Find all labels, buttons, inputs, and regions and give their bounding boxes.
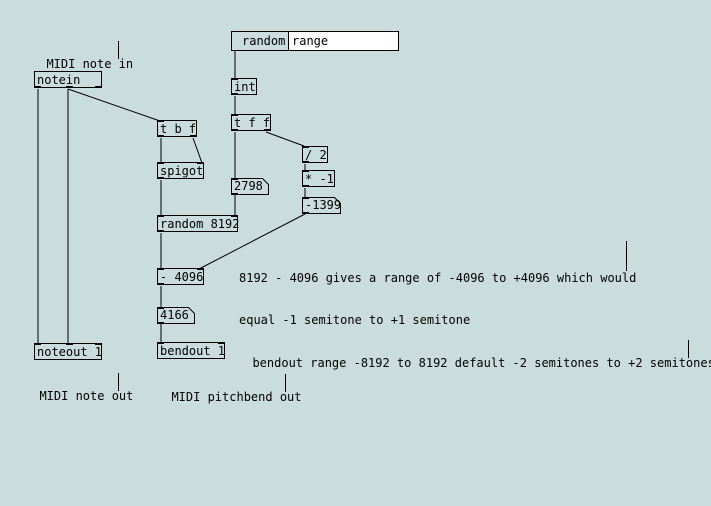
comment-edge <box>118 41 119 59</box>
number-box-frame <box>302 197 341 214</box>
number-box-2798[interactable]: 2798 <box>231 178 269 195</box>
object-label: - 4096 <box>160 270 204 284</box>
object-label: t b f <box>160 122 197 136</box>
minus-4096-object[interactable]: - 4096 <box>157 268 204 285</box>
inlet[interactable] <box>231 215 238 217</box>
trigger-bang-float-object[interactable]: t b f <box>157 120 197 137</box>
multiply-neg1-object[interactable]: * -1 <box>302 170 335 187</box>
message-label: random <box>242 34 286 48</box>
inlet[interactable] <box>197 268 204 270</box>
range-field[interactable]: range <box>288 32 398 50</box>
number-box-4166[interactable]: 4166 <box>157 307 195 324</box>
number-value: -1399 <box>305 198 342 212</box>
number-box-frame <box>157 307 195 324</box>
cord-notein-tbf <box>67 88 161 122</box>
object-label: * -1 <box>305 172 334 186</box>
object-label: spigot <box>160 164 204 178</box>
int-object[interactable]: int <box>231 78 257 95</box>
comment-bendout-note: bendout range -8192 to 8192 default -2 s… <box>252 356 711 370</box>
cord-tbf-spigot-right <box>192 137 203 164</box>
comment-edge <box>285 374 286 392</box>
outlet[interactable] <box>264 129 271 131</box>
inlet[interactable] <box>197 162 204 164</box>
number-box-frame <box>231 178 269 195</box>
number-box-neg1399[interactable]: -1399 <box>302 197 341 214</box>
outlet[interactable] <box>95 86 102 88</box>
inlet[interactable] <box>218 342 225 344</box>
cord-1399-minus <box>198 213 306 270</box>
object-label: notein <box>37 73 81 87</box>
comment-midi-pitchbend-out: MIDI pitchbend out <box>171 390 302 404</box>
spigot-object[interactable]: spigot <box>157 162 204 179</box>
number-value: 2798 <box>234 179 263 193</box>
object-label: t f f <box>234 116 271 130</box>
inlet[interactable] <box>95 343 102 345</box>
object-label: bendout 1 <box>160 344 226 358</box>
range-field-label: range <box>292 34 329 48</box>
trigger-float-float-object[interactable]: t f f <box>231 114 271 131</box>
bendout-object[interactable]: bendout 1 <box>157 342 225 359</box>
outlet[interactable] <box>190 135 197 137</box>
inlet[interactable] <box>66 343 73 345</box>
comment-edge <box>688 340 689 358</box>
comment-range-note: 8192 - 4096 gives a range of -4096 to +4… <box>239 271 637 327</box>
random-range-message[interactable]: random range <box>231 31 399 51</box>
comment-midi-note-out: MIDI note out <box>39 389 134 403</box>
object-label: / 2 <box>305 148 327 162</box>
object-label: noteout 1 <box>37 345 103 359</box>
object-label: int <box>234 80 256 94</box>
object-label: random 8192 <box>160 217 240 231</box>
number-value: 4166 <box>160 308 189 322</box>
comment-edge <box>626 241 627 271</box>
noteout-object[interactable]: noteout 1 <box>34 343 102 360</box>
comment-midi-note-in: MIDI note in <box>46 57 134 71</box>
notein-object[interactable]: notein <box>34 71 102 88</box>
cord-tff-div <box>265 131 305 147</box>
outlet[interactable] <box>66 86 73 88</box>
divide-2-object[interactable]: / 2 <box>302 146 328 163</box>
random-8192-object[interactable]: random 8192 <box>157 215 240 232</box>
comment-edge <box>118 373 119 391</box>
